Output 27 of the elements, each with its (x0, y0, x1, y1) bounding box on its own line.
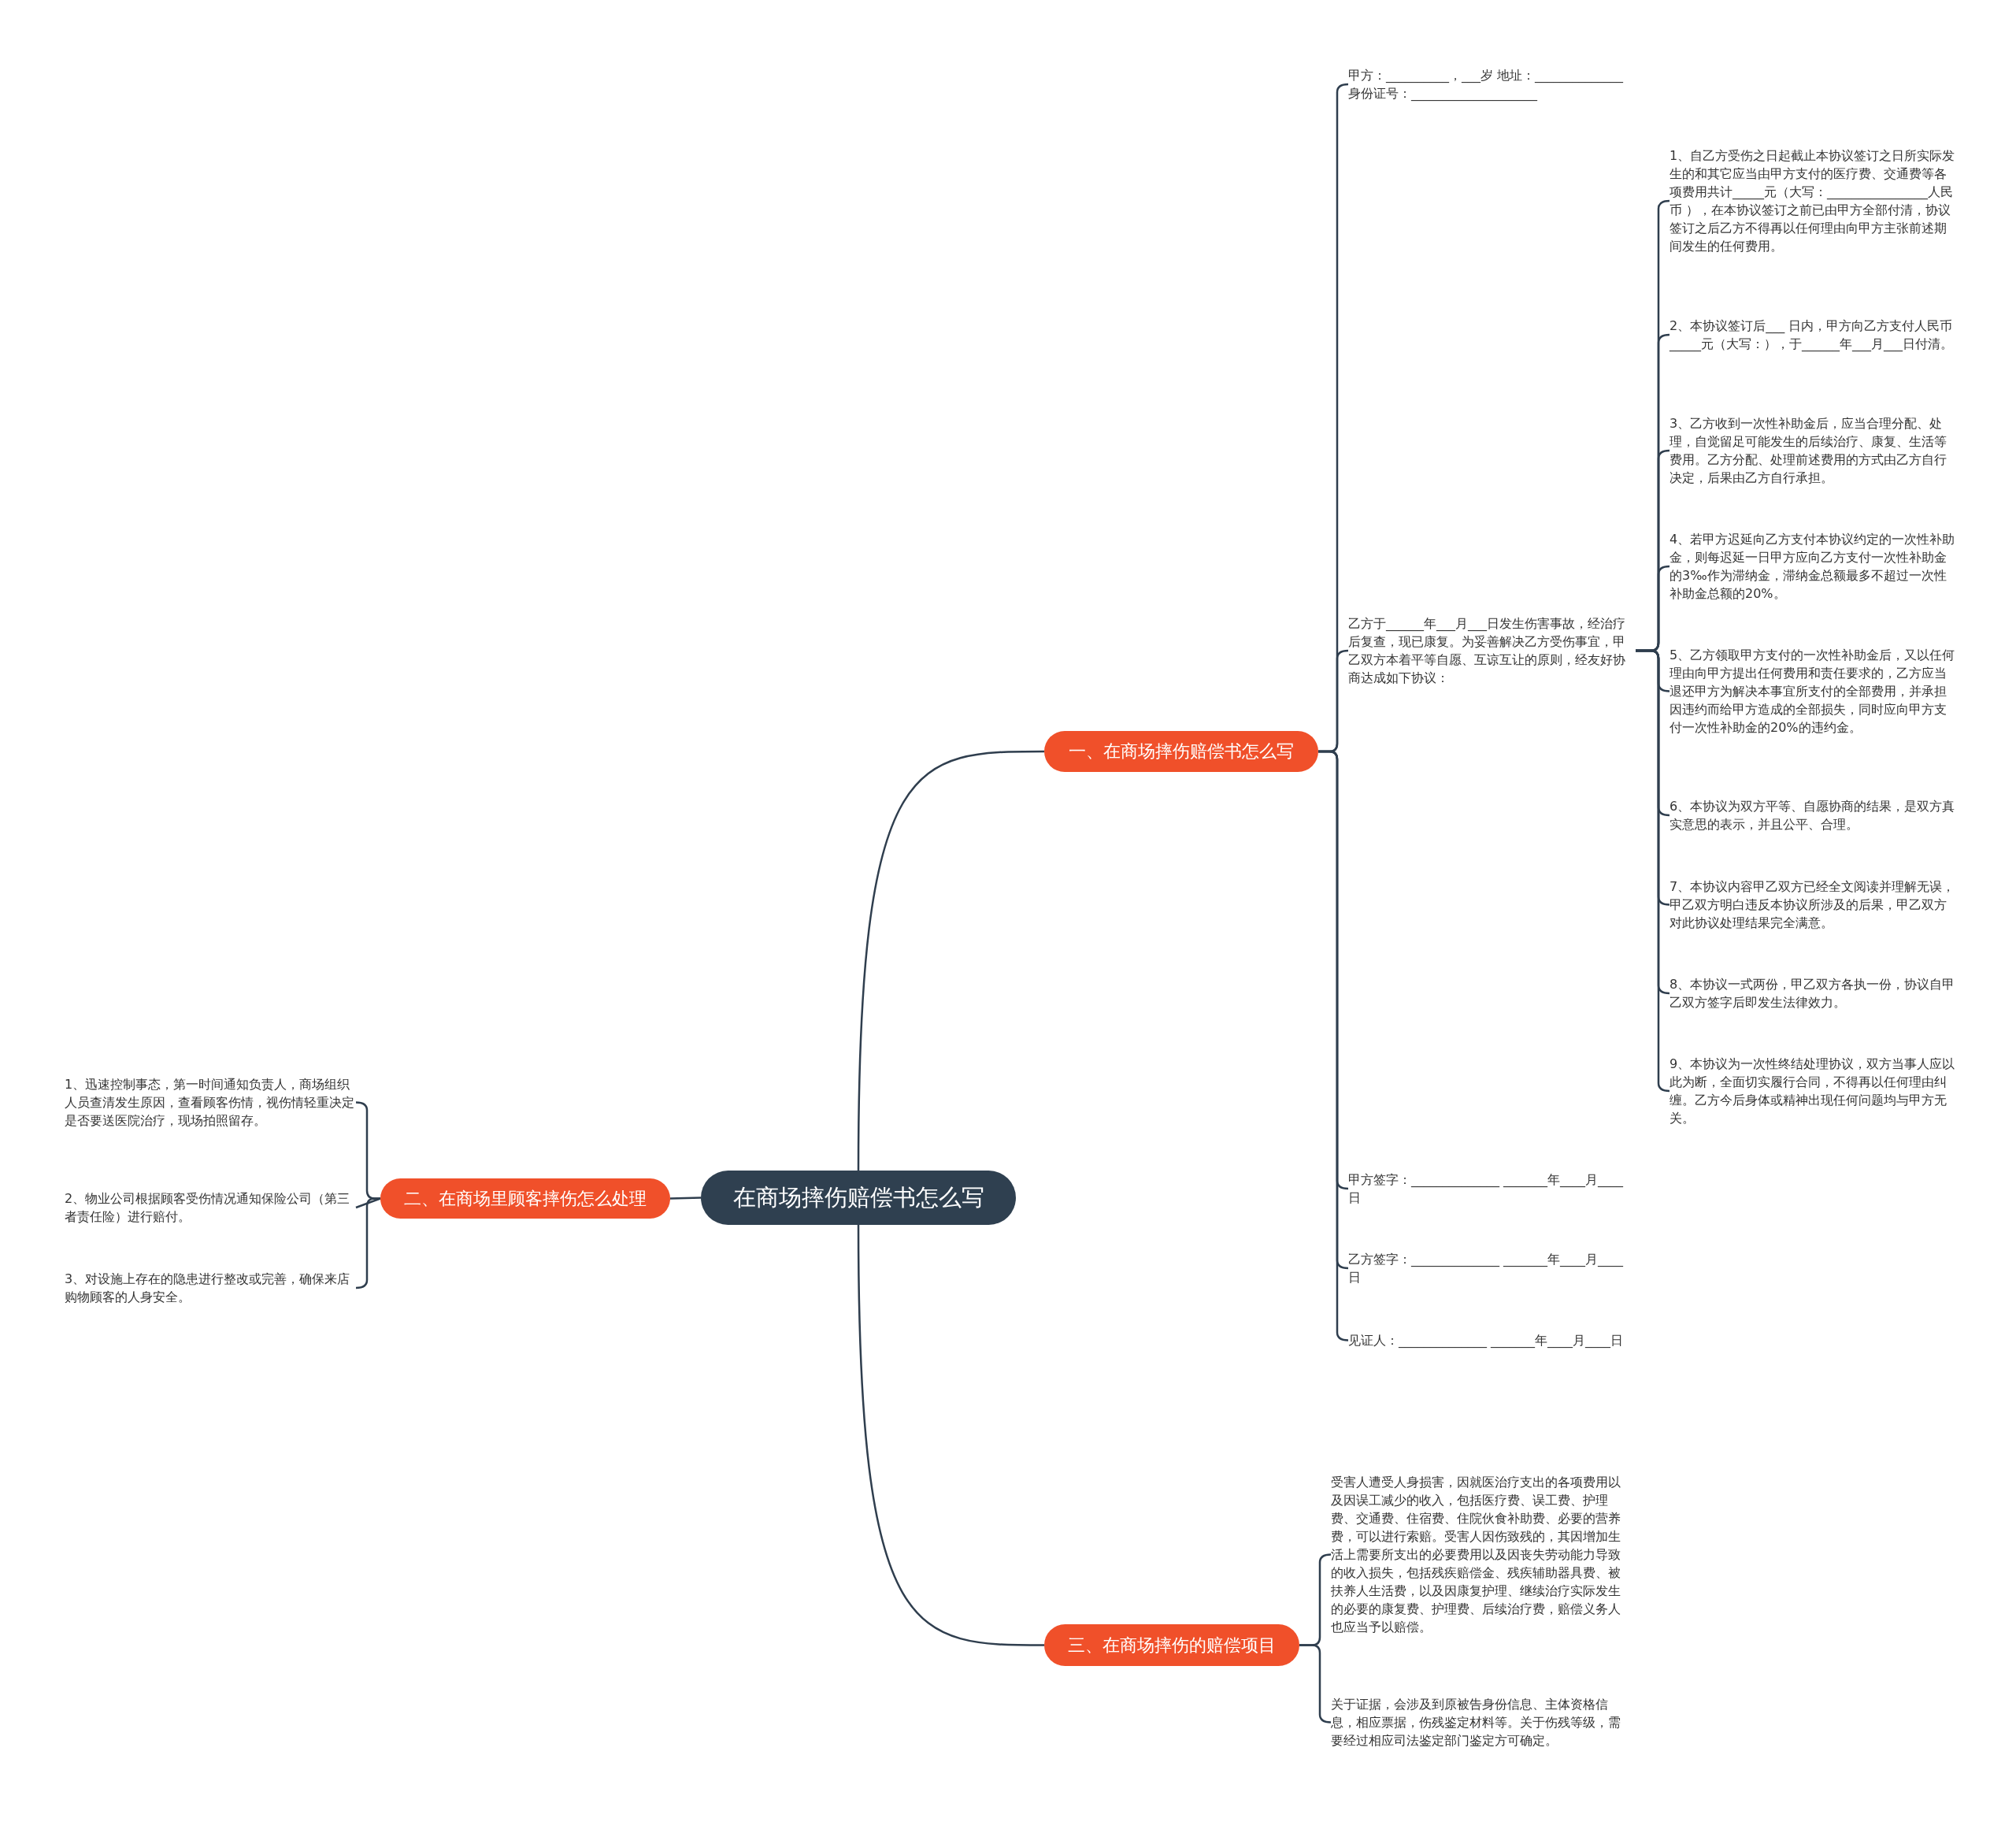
connector-line (669, 1197, 702, 1200)
note-text: 甲方：__________，___岁 地址：______________身份证号：____________________ (1348, 66, 1636, 102)
note-text: 3、对设施上存在的隐患进行整改或完善，确保来店购物顾客的人身安全。 (65, 1270, 356, 1306)
note-text: 9、本协议为一次性终结处理协议，双方当事人应以此为断，全面切实履行合同，不得再以任何理由纠缠。乙方今后身体或精神出现任何问题均与甲方无关。 (1670, 1055, 1957, 1127)
note-text: 3、乙方收到一次性补助金后，应当合理分配、处理，自觉留足可能发生的后续治疗、康复、生活等费用。乙方分配、处理前述费用的方式由乙方自行决定，后果由乙方自行承担。 (1670, 414, 1957, 487)
note-text: 8、本协议一式两份，甲乙双方各执一份，协议自甲乙双方签字后即发生法律效力。 (1670, 975, 1957, 1011)
note-text: 1、迅速控制事态，第一时间通知负责人，商场组织人员查清发生原因，查看顾客伤情，视伤情轻重决定是否要送医院治疗，现场拍照留存。 (65, 1075, 356, 1130)
note-text: 7、本协议内容甲乙双方已经全文阅读并理解无误，甲乙双方明白违反本协议所涉及的后果，甲乙双方对此协议处理结果完全满意。 (1670, 878, 1957, 932)
note-text: 见证人：______________ _______年____月____日 (1348, 1331, 1636, 1349)
note-text: 受害人遭受人身损害，因就医治疗支出的各项费用以及因误工减少的收入，包括医疗费、误工费、护理费、交通费、住宿费、住院伙食补助费、必要的营养费，可以进行索赔。受害人因伤致残的，其因增加生活上需要所支出的必要费用以及因丧失劳动能力导致的收入损失，包括残疾赔偿金、残疾辅助器具费、被扶养人生活费，以及因康复护理、继续治疗实际发生的必要的康复费、护理费、后续治疗费，赔偿义务人也应当予以赔偿。 (1331, 1473, 1621, 1636)
note-text: 4、若甲方迟延向乙方支付本协议约定的一次性补助金，则每迟延一日甲方应向乙方支付一次性补助金的3‰作为滞纳金，滞纳金总额最多不超过一次性补助金总额的20%。 (1670, 530, 1957, 603)
note-text: 2、本协议签订后___ 日内，甲方向乙方支付人民币_____元（大写：），于______年___月___日付清。 (1670, 317, 1957, 353)
note-text: 1、自乙方受伤之日起截止本协议签订之日所实际发生的和其它应当由甲方支付的医疗费、交通费等各项费用共计_____元（大写：________________人民币 ），在本协议签订之前已由甲方全部付清，协议签订之后乙方不得再以任何理由向甲方主张前述期间发生的任何费用。 (1670, 147, 1957, 255)
note-text: 乙方签字：______________ _______年____月____日 (1348, 1250, 1636, 1286)
branch-topic: 一、在商场摔伤赔偿书怎么写 (1044, 731, 1318, 772)
note-text: 5、乙方领取甲方支付的一次性补助金后，又以任何理由向甲方提出任何费用和责任要求的，乙方应当退还甲方为解决本事宜所支付的全部费用，并承担因违约而给甲方造成的全部损失，同时应向甲方支付一次性补助金的20%的违约金。 (1670, 646, 1957, 737)
note-text: 甲方签字：______________ _______年____月____日 (1348, 1171, 1636, 1207)
connector-line (857, 1225, 1044, 1646)
branch-topic: 三、在商场摔伤的赔偿项目 (1044, 1624, 1299, 1666)
note-text: 关于证据，会涉及到原被告身份信息、主体资格信息，相应票据，伤残鉴定材料等。关于伤残等级，需要经过相应司法鉴定部门鉴定方可确定。 (1331, 1695, 1621, 1750)
note-text: 乙方于______年___月___日发生伤害事故，经治疗后复查，现已康复。为妥善解决乙方受伤事宜，甲乙双方本着平等自愿、互谅互让的原则，经友好协商达成如下协议： (1348, 614, 1636, 687)
branch-topic: 二、在商场里顾客摔伤怎么处理 (380, 1178, 670, 1219)
central-topic: 在商场摔伤赔偿书怎么写 (701, 1171, 1016, 1225)
connector-line (857, 750, 1044, 1171)
note-text: 6、本协议为双方平等、自愿协商的结果，是双方真实意思的表示，并且公平、合理。 (1670, 797, 1957, 833)
connector-line (355, 1197, 381, 1209)
note-text: 2、物业公司根据顾客受伤情况通知保险公司（第三者责任险）进行赔付。 (65, 1189, 356, 1226)
